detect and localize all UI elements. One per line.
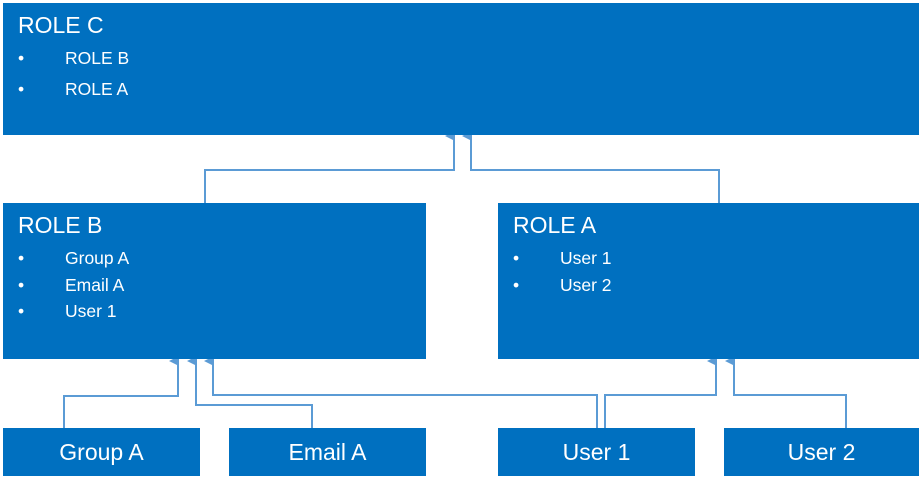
bullet-icon: • — [18, 48, 25, 68]
user-2-label: User 2 — [787, 438, 856, 465]
user-2-box: User 2 — [724, 428, 919, 476]
bullet-icon: • — [513, 248, 520, 268]
role-c-member: ROLE A — [65, 79, 129, 99]
connector-emaila-to-roleb — [187, 356, 313, 428]
group-a-label: Group A — [59, 438, 144, 465]
bullet-icon: • — [18, 301, 25, 321]
connector-user1-to-roleb — [204, 356, 598, 428]
role-c-member: ROLE B — [65, 48, 130, 68]
user-1-label: User 1 — [562, 438, 631, 465]
connector-user1-to-rolea — [604, 356, 717, 428]
role-a-member: User 2 — [560, 274, 612, 295]
role-b-title: ROLE B — [18, 212, 103, 238]
role-a-member: User 1 — [560, 248, 612, 268]
connector-roleb-to-rolec — [204, 131, 455, 203]
role-b-member: Group A — [65, 248, 130, 268]
bullet-icon: • — [513, 274, 520, 295]
role-c-title: ROLE C — [18, 12, 104, 38]
bullet-icon: • — [18, 248, 25, 268]
connector-groupa-to-roleb — [63, 356, 179, 428]
role-a-box: ROLE A • User 1 • User 2 — [498, 203, 919, 359]
email-a-box: Email A — [229, 428, 426, 476]
role-c-box: ROLE C • ROLE B • ROLE A — [3, 3, 919, 135]
role-a-title: ROLE A — [513, 212, 597, 238]
email-a-label: Email A — [288, 438, 367, 465]
user-1-box: User 1 — [498, 428, 695, 476]
role-b-box: ROLE B • Group A • Email A • User 1 — [3, 203, 426, 359]
role-b-member: User 1 — [65, 301, 117, 321]
role-b-member: Email A — [65, 274, 125, 295]
connector-user2-to-rolea — [725, 356, 847, 428]
connector-rolea-to-rolec — [462, 131, 720, 203]
group-a-box: Group A — [3, 428, 200, 476]
bullet-icon: • — [18, 79, 25, 99]
bullet-icon: • — [18, 274, 25, 295]
